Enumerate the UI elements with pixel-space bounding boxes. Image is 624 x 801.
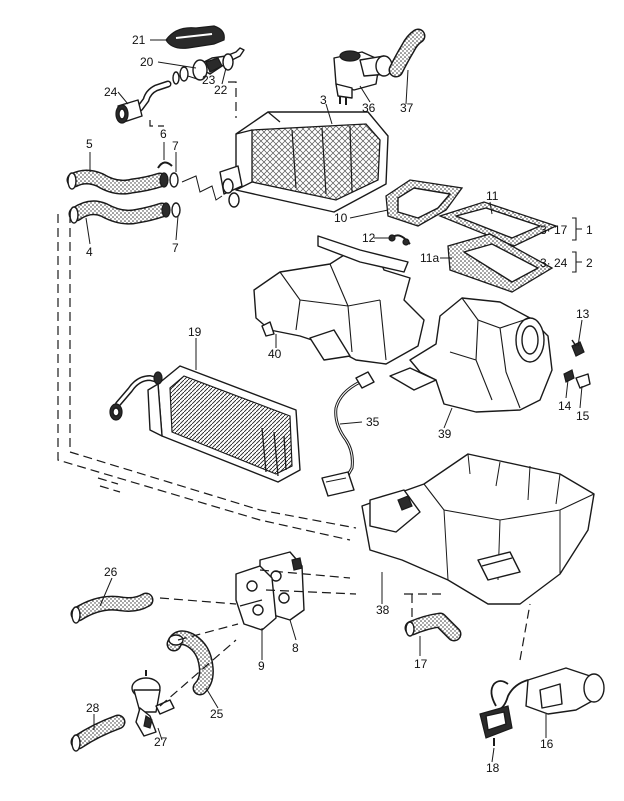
callout-24: 24 [104,85,118,99]
callout-17: 17 [414,657,428,671]
part-13-sensor [571,339,585,357]
callout-9: 9 [258,659,265,673]
part-27-valve [131,670,175,737]
callout-25: 25 [210,707,224,721]
callout-15: 15 [576,409,590,423]
part-10-gasket [385,179,464,227]
callout-1: 1 [586,223,593,237]
callout-40: 40 [268,347,282,361]
callout-37: 37 [400,101,414,115]
callout-35: 35 [366,415,380,429]
part-6-clip [157,161,173,169]
callout-28: 28 [86,701,100,715]
part-19-evaporator [109,365,301,483]
callout-2: 2 [586,256,593,270]
callout-22: 22 [214,83,228,97]
part-39-blower-housing [389,297,553,413]
part-22-seal [222,53,234,71]
part-9-flange [235,565,277,631]
part-20-union-fitting [192,47,245,81]
callout-7b: 7 [172,241,179,255]
callout-group-3-24: 3· 24 [540,256,568,270]
callout-group-3-17: 3· 17 [540,223,568,237]
callout-13: 13 [576,307,590,321]
callout-11a: 11a [420,251,439,265]
group-brackets [572,217,582,273]
part-11a-filter [447,233,554,293]
part-21-clamp [165,25,225,49]
part-26-hose [70,592,154,624]
callout-36: 36 [362,101,376,115]
part-38-main-housing [361,453,595,605]
callout-27: 27 [154,735,168,749]
part-18-connector [479,705,513,746]
part-5-hose [66,169,168,195]
callout-21: 21 [132,33,146,47]
callout-7a: 7 [172,139,179,153]
callout-6: 6 [160,127,167,141]
callout-3: 3 [320,93,327,107]
part-12-clip [388,234,411,246]
part-17-hose [404,612,462,642]
zigzag-connection [181,175,223,201]
callout-12: 12 [362,231,376,245]
callout-18: 18 [486,761,500,775]
callout-11: 11 [486,189,499,203]
callout-39: 39 [438,427,452,441]
callout-16: 16 [540,737,554,751]
part-40-housing [253,235,425,365]
routing-dashes [57,81,531,707]
part-28-hose [70,714,126,752]
part-14-screw [563,369,575,383]
callout-23: 23 [202,73,216,87]
part-25-hose [166,630,214,696]
part-24-pipe-fitting [115,80,172,124]
callout-20: 20 [140,55,154,69]
part-15-bracket [575,373,591,389]
leader-lines [85,39,583,763]
part-7-clamps [159,172,181,218]
callout-19: 19 [188,325,202,339]
part-35-wiring-harness [321,371,375,497]
callout-14: 14 [558,399,572,413]
callout-26: 26 [104,565,118,579]
part-3-heater-core [219,111,389,213]
callout-labels: 21 20 23 22 24 3 36 37 5 6 7 4 7 10 11 1… [86,33,593,775]
part-37-hose [388,28,426,78]
callout-5: 5 [86,137,93,151]
part-36-valve [333,50,393,105]
callout-38: 38 [376,603,390,617]
callout-4: 4 [86,245,93,259]
part-4-hose [68,200,170,225]
callout-10: 10 [334,211,348,225]
callout-8: 8 [292,641,299,655]
part-16-actuator [490,667,605,715]
part-23-oring [172,66,189,85]
